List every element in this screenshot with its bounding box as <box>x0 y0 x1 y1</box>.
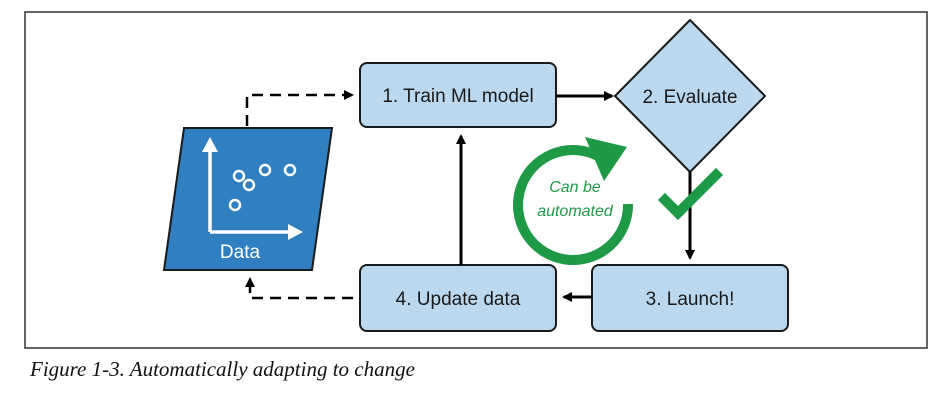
axis-up-arrowhead <box>202 137 218 152</box>
automation-cycle: Can be automated <box>513 137 634 265</box>
chart-axes-icon <box>208 146 295 234</box>
train-label: 1. Train ML model <box>382 86 533 107</box>
data-to-train-dashed-arrow <box>245 90 354 126</box>
update-node: 4. Update data <box>359 264 557 332</box>
launch-label: 3. Launch! <box>646 289 735 310</box>
update-to-data-dashed-arrow <box>245 277 353 300</box>
evaluate-node: 2. Evaluate <box>614 19 766 173</box>
evaluate-label: 2. Evaluate <box>642 87 737 108</box>
automation-label-line1: Can be <box>549 179 601 196</box>
scatter-points-icon <box>228 163 297 212</box>
automation-label-line2: automated <box>537 203 614 220</box>
launch-node: 3. Launch! <box>591 264 789 332</box>
cycle-arrow-icon <box>513 145 634 265</box>
cycle-arrowhead-icon <box>585 137 627 181</box>
data-node: Data <box>162 127 334 271</box>
figure-border <box>24 11 928 349</box>
checkmark-icon <box>657 167 724 221</box>
update-box <box>359 264 557 332</box>
axis-right-arrowhead <box>288 224 303 240</box>
figure-caption: Figure 1-3. Automatically adapting to ch… <box>30 357 415 381</box>
update-label: 4. Update data <box>396 289 521 310</box>
train-node: 1. Train ML model <box>359 62 557 128</box>
data-label: Data <box>220 242 261 263</box>
